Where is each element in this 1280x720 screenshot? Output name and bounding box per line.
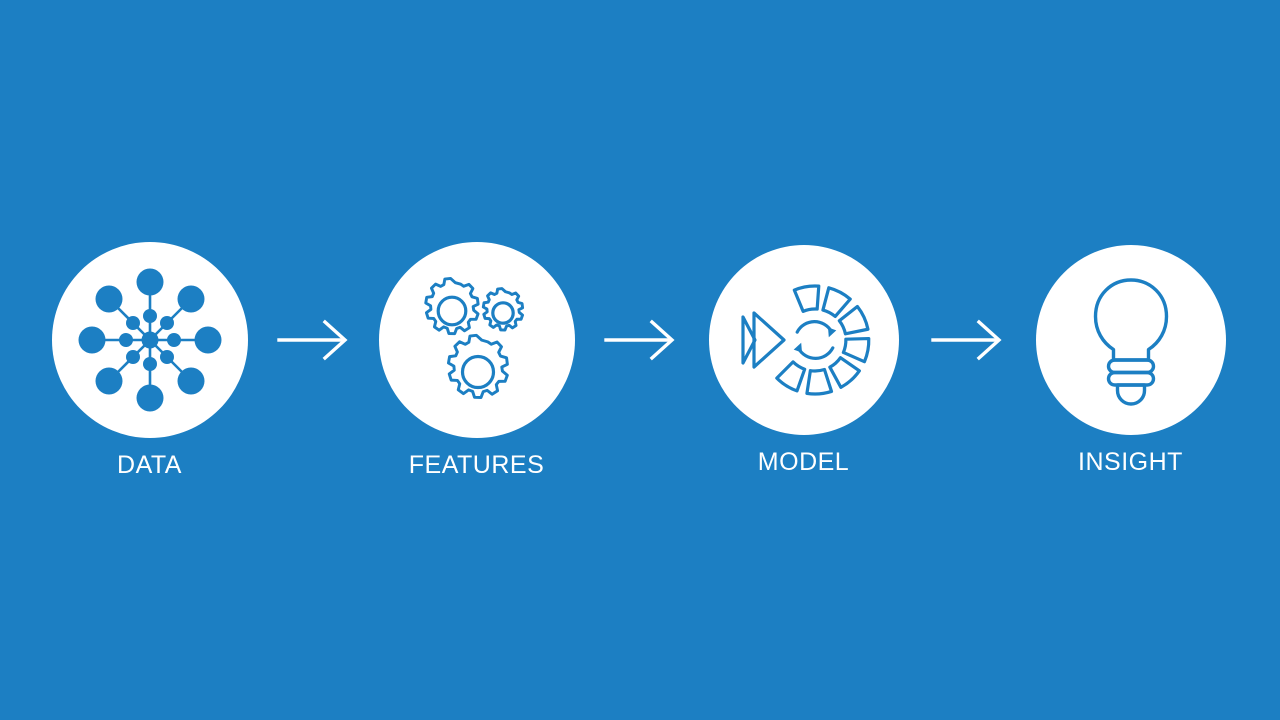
gears-icon (423, 276, 524, 399)
step-model[interactable]: MODEL (706, 245, 902, 475)
step-data-label: DATA (117, 451, 182, 479)
step-data-disc (51, 242, 248, 438)
connector-features-to-model (575, 242, 706, 438)
connector-data-to-features (248, 242, 379, 438)
step-features-label: FEATURES (408, 451, 545, 479)
connector-model-to-insight (902, 242, 1033, 438)
arrow-right-icon (277, 319, 348, 361)
step-features[interactable]: FEATURES (378, 242, 575, 479)
arrow-right-icon (931, 319, 1002, 361)
model-wheel-icon (740, 284, 870, 396)
network-nodes-icon (78, 268, 221, 412)
step-insight-disc (1035, 245, 1226, 435)
step-features-disc (378, 242, 575, 438)
step-insight-label: INSIGHT (1078, 448, 1183, 476)
lightbulb-icon (1093, 278, 1168, 406)
arrow-right-icon (604, 319, 675, 361)
step-data[interactable]: DATA (51, 242, 248, 479)
step-model-disc (708, 245, 899, 435)
step-insight[interactable]: INSIGHT (1033, 245, 1229, 475)
step-model-label: MODEL (757, 448, 850, 476)
